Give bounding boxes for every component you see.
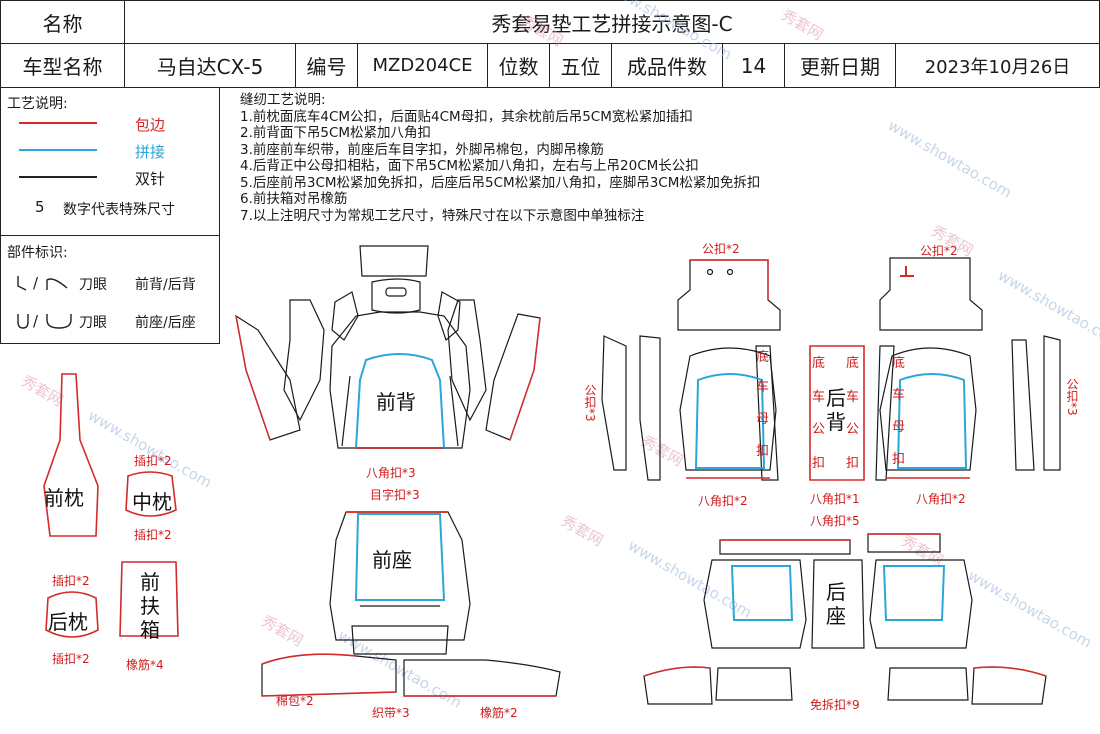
- label-di: 底: [892, 356, 906, 371]
- label-rear-pillow: 后枕: [48, 610, 88, 634]
- notes-line: 2.前背面下吊5CM松紧加八角扣: [240, 125, 432, 141]
- sewing-notes: 缝纫工艺说明: 1.前枕面底车4CM公扣，后面贴4CM母扣，其余枕前后吊5CM宽…: [240, 92, 760, 224]
- parts-legend: 部件标识: / 刀眼 前背/后背 / 刀眼 前座/后座: [0, 236, 220, 344]
- label-che: 车: [846, 390, 860, 405]
- label-octagon-3: 八角扣*3: [366, 466, 416, 480]
- label-male-3b: 公扣*3: [1065, 378, 1079, 416]
- svg-text:/: /: [33, 274, 39, 292]
- notes-line: 3.前座前车织带，前座后车目字扣，外脚吊棉包，内脚吊橡筋: [240, 141, 604, 158]
- front-back-top-panel: [359, 245, 429, 277]
- label-di: 底: [812, 356, 826, 371]
- parts-row1-mark: 刀眼: [79, 277, 107, 293]
- label-di: 底: [756, 350, 770, 365]
- date-label: 更新日期: [784, 43, 896, 88]
- label-mid-pillow: 中枕: [132, 490, 172, 514]
- label-gong: 公: [846, 422, 860, 437]
- legend-label-binding: 包边: [135, 116, 166, 134]
- notes-title: 缝纫工艺说明:: [240, 92, 326, 108]
- legend-size-text: 数字代表特殊尺寸: [63, 202, 175, 218]
- rear-seat-center-cushion: [811, 559, 865, 649]
- label-octagon-2a: 八角扣*2: [698, 494, 748, 508]
- legend-label-splice: 拼接: [135, 143, 166, 161]
- front-back-main-panel: [329, 311, 471, 449]
- legend-line-black: [19, 176, 97, 178]
- legend-line-red: [19, 122, 97, 124]
- parts-row2-mark: 刀眼: [79, 315, 107, 331]
- label-front-seat: 前座: [372, 548, 412, 572]
- label-elastic-4: 橡筋*4: [126, 658, 164, 672]
- notes-line: 6.前扶箱对吊橡筋: [240, 191, 348, 207]
- label-gong: 公: [812, 422, 826, 437]
- notes-line: 5.后座前吊3CM松紧加免拆扣，后座后吊5CM松紧加八角扣，座脚吊3CM松紧加免…: [240, 174, 761, 191]
- label-rear-back-2: 背: [826, 410, 846, 434]
- model-label: 车型名称: [0, 43, 125, 88]
- legend-title: 工艺说明:: [7, 96, 68, 112]
- code-label: 编号: [295, 43, 358, 88]
- label-octagon-2b: 八角扣*2: [916, 492, 966, 506]
- notes-line: 1.前枕面底车4CM公扣，后面贴4CM母扣，其余枕前后吊5CM宽松紧加插扣: [240, 108, 693, 125]
- front-pillow-shape: [43, 373, 99, 537]
- label-di: 底: [846, 356, 860, 371]
- mid-pillow-shape: [125, 471, 177, 517]
- armrest-shape: [119, 561, 179, 637]
- label-che: 车: [756, 380, 770, 395]
- parts-row2-text: 前座/后座: [135, 315, 196, 331]
- header-table: 名称 秀套易垫工艺拼接示意图-C 车型名称 马自达CX-5 编号 MZD204C…: [0, 0, 1100, 88]
- label-kou: 扣: [892, 452, 906, 467]
- label-webbing-3: 织带*3: [372, 706, 410, 720]
- label-plug-2c: 插扣*2: [52, 574, 90, 588]
- label-plug-2a: 插扣*2: [134, 454, 172, 468]
- label-kou: 扣: [756, 444, 770, 459]
- parts-row1-text: 前背/后背: [135, 277, 196, 293]
- svg-text:/: /: [33, 312, 39, 330]
- legend-size-number: 5: [35, 198, 45, 216]
- notes-line: 7.以上注明尺寸为常规工艺尺寸，特殊尺寸在以下示意图中单独标注: [240, 207, 645, 224]
- legend-label-double-needle: 双针: [135, 170, 166, 188]
- pieces-label: 成品件数: [611, 43, 723, 88]
- notes-line: 4.后背正中公母扣相粘，面下吊5CM松紧加八角扣，左右与上吊20CM长公扣: [240, 158, 699, 174]
- label-kou: 扣: [846, 456, 860, 471]
- rear-pillow-shape: [45, 591, 99, 638]
- notch-u-icon: /: [17, 312, 72, 330]
- label-rear-seat-2: 座: [826, 604, 846, 628]
- label-kou: 扣: [812, 456, 826, 471]
- front-seat-main-panel: [329, 511, 471, 641]
- label-male-2b: 公扣*2: [920, 244, 958, 258]
- rear-seat-right-cushion: [869, 559, 973, 649]
- label-armrest-3: 箱: [140, 618, 160, 642]
- label-rear-seat-1: 后: [826, 580, 846, 604]
- label-male-3a: 公扣*3: [583, 384, 597, 422]
- seats-label: 位数: [487, 43, 550, 88]
- label-octagon-1: 八角扣*1: [810, 492, 860, 506]
- label-front-back: 前背: [376, 390, 416, 414]
- rear-back-center-panel: [809, 345, 865, 481]
- label-octagon-5: 八角扣*5: [810, 514, 860, 528]
- label-free-9: 免拆扣*9: [810, 698, 860, 712]
- label-plug-2d: 插扣*2: [52, 652, 90, 666]
- label-elastic-2: 橡筋*2: [480, 706, 518, 720]
- rear-back-right-main: [879, 347, 977, 471]
- label-rear-back-1: 后: [826, 386, 846, 410]
- legend-line-blue: [19, 149, 97, 151]
- label-armrest-1: 前: [140, 570, 160, 594]
- label-male-2a: 公扣*2: [702, 242, 740, 256]
- notch-v-icon: /: [17, 274, 68, 292]
- label-front-pillow: 前枕: [44, 486, 84, 510]
- label-armrest-2: 扶: [140, 594, 160, 618]
- process-legend: 工艺说明: 包边 拼接 双针 5 数字代表特殊尺寸: [0, 88, 220, 236]
- rear-seat-left-cushion: [703, 559, 807, 649]
- rear-back-left-main: [679, 347, 777, 471]
- label-che: 车: [892, 388, 906, 403]
- label-mu: 母: [756, 412, 770, 427]
- label-che: 车: [812, 390, 826, 405]
- parts-title: 部件标识:: [7, 245, 68, 261]
- label-mu-buckle-3: 目字扣*3: [370, 488, 420, 502]
- label-cotton-2: 棉包*2: [276, 694, 314, 708]
- label-plug-2b: 插扣*2: [134, 528, 172, 542]
- label-mu: 母: [892, 420, 906, 435]
